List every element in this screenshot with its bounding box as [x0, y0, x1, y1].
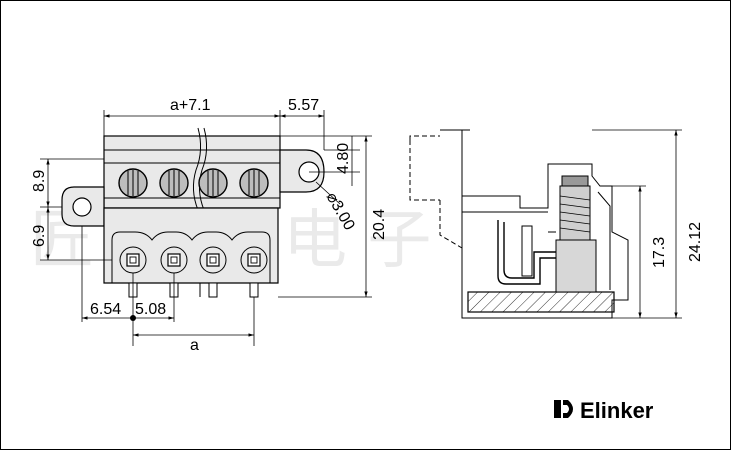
- elinker-logo-icon: [554, 400, 573, 418]
- logo-text: Elinker: [580, 398, 654, 423]
- dim-side-height: 17.3: [651, 237, 668, 268]
- dim-left-bottom: 6.9: [31, 225, 48, 247]
- front-dimensions: [40, 110, 372, 346]
- dim-pin-offset: 6.54: [90, 301, 121, 318]
- plug-body: [103, 207, 279, 298]
- dim-span: a: [190, 337, 199, 354]
- left-flange: [61, 186, 105, 227]
- dim-flange-width: 5.57: [288, 97, 319, 114]
- dim-pitch: 5.08: [135, 301, 166, 318]
- dim-overall-height: 20.4: [371, 209, 388, 240]
- elinker-logo: Elinker: [554, 398, 654, 423]
- front-view: a+7.1 5.57 4.80 ⌀3.00 20.4 8.9 6.9 6.54 …: [31, 97, 388, 354]
- dim-hole-offset: 4.80: [335, 143, 352, 174]
- dim-left-top: 8.9: [31, 170, 48, 192]
- screw-heads: [118, 168, 269, 198]
- dim-side-total-height: 24.12: [687, 222, 704, 262]
- dim-top-width: a+7.1: [170, 97, 211, 114]
- right-flange: [279, 149, 325, 193]
- side-view: 17.3 24.12: [409, 129, 704, 319]
